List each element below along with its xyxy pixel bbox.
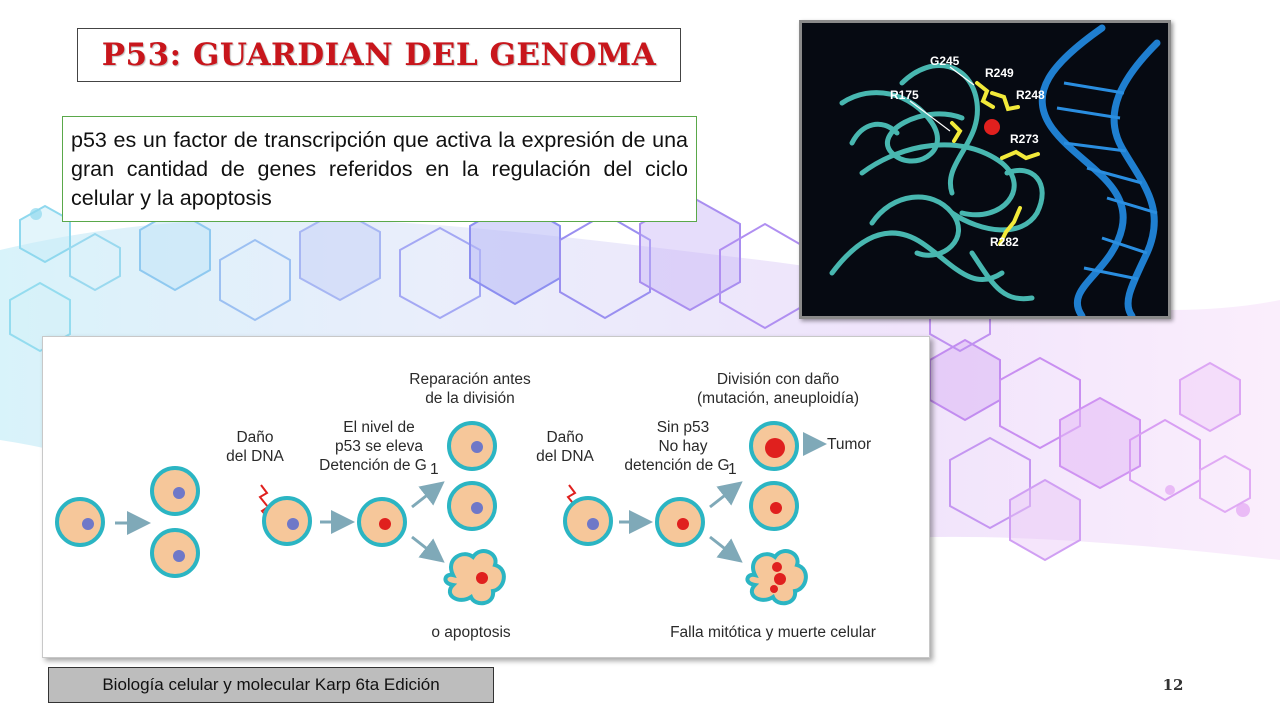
- damage-label-line1: Daño: [236, 429, 273, 446]
- cell-nucleus: [287, 518, 299, 530]
- nucleus-fragment: [772, 562, 782, 572]
- no-p53-label-line1: Sin p53: [657, 419, 710, 436]
- slide-title: P53: GUARDIAN DEL GENOMA: [101, 37, 657, 73]
- nucleus-fragment: [770, 585, 778, 593]
- cell-nucleus: [471, 441, 483, 453]
- protein-structure-drawing: G245 R249 R175 R248 R273 R282: [829, 24, 1161, 320]
- p53-label-line2: p53 se eleva: [335, 438, 423, 455]
- cell-nucleus: [82, 518, 94, 530]
- with-p53-section: Daño del DNA El nivel de p53 se eleva De…: [226, 371, 531, 641]
- source-citation-box: Biología celular y molecular Karp 6ta Ed…: [48, 667, 494, 703]
- apoptosis-label: o apoptosis: [431, 624, 511, 641]
- g1-subscript: 1: [430, 461, 439, 478]
- no-p53-label-line3: detención de G: [624, 457, 729, 474]
- damaged-cell: [262, 496, 312, 546]
- without-p53-section: Daño del DNA Sin p53 No hay detención de…: [536, 371, 876, 641]
- repair-label-line1: Reparación antes: [409, 371, 531, 388]
- description-box: p53 es un factor de transcripción que ac…: [62, 116, 697, 222]
- p53-cell-fate-diagram: Daño del DNA El nivel de p53 se eleva De…: [42, 336, 930, 658]
- dna-base-pairs: [1056, 81, 1158, 281]
- division-label-line2: (mutación, aneuploidía): [697, 390, 859, 407]
- arrow-to-repair: [411, 481, 445, 509]
- protein-ribbons: [829, 63, 1045, 302]
- no-p53-label-line2: No hay: [658, 438, 707, 455]
- dna-damage-icon: [258, 484, 270, 520]
- damage-label-line1: Daño: [546, 429, 583, 446]
- apoptotic-cell: [443, 549, 506, 606]
- residue-label-r273: R273: [1010, 132, 1039, 146]
- arrow-to-apoptosis: [411, 535, 445, 563]
- residue-label-r249: R249: [985, 66, 1014, 80]
- arrow-to-damaged-division: [709, 481, 743, 509]
- mutation-residues: [950, 81, 1040, 246]
- damage-label-line2: del DNA: [536, 448, 594, 465]
- mitotic-failure-label: Falla mitótica y muerte celular: [670, 624, 876, 641]
- cell-initial: [55, 497, 105, 547]
- cell-nucleus-damaged: [677, 518, 689, 530]
- diagram-drawing: Daño del DNA El nivel de p53 se eleva De…: [55, 371, 876, 641]
- division-label-line1: División con daño: [717, 371, 839, 388]
- p53-protein-structure-image: G245 R249 R175 R248 R273 R282: [799, 20, 1171, 320]
- g1-subscript: 1: [728, 461, 737, 478]
- arrow-to-mitotic-failure: [709, 535, 743, 563]
- cell-nucleus: [173, 487, 185, 499]
- cell-nucleus-enlarged: [765, 438, 785, 458]
- repair-label-line2: de la división: [425, 390, 515, 407]
- normal-division-section: [55, 466, 200, 578]
- description-text: p53 es un factor de transcripción que ac…: [71, 128, 688, 210]
- cell-nucleus: [587, 518, 599, 530]
- title-box: P53: GUARDIAN DEL GENOMA: [77, 28, 681, 82]
- nucleus-fragment: [774, 573, 786, 585]
- residue-label-g245: G245: [930, 54, 960, 68]
- cell-nucleus: [471, 502, 483, 514]
- residue-label-r248: R248: [1016, 88, 1045, 102]
- cell-nucleus: [173, 550, 185, 562]
- pointer-lines: [909, 66, 975, 132]
- dna-contact-site: [984, 119, 1000, 135]
- cell-nucleus-p53: [476, 572, 488, 584]
- page-number: 12: [1162, 676, 1184, 694]
- source-citation: Biología celular y molecular Karp 6ta Ed…: [102, 675, 440, 694]
- residue-label-r175: R175: [890, 88, 919, 102]
- tumor-label: Tumor: [827, 436, 871, 453]
- p53-label-line3: Detención de G: [319, 457, 427, 474]
- cell-nucleus-damaged: [770, 502, 782, 514]
- residue-label-r282: R282: [990, 235, 1019, 249]
- damage-label-line2: del DNA: [226, 448, 284, 465]
- cell-nucleus-p53: [379, 518, 391, 530]
- p53-label-line1: El nivel de: [343, 419, 415, 436]
